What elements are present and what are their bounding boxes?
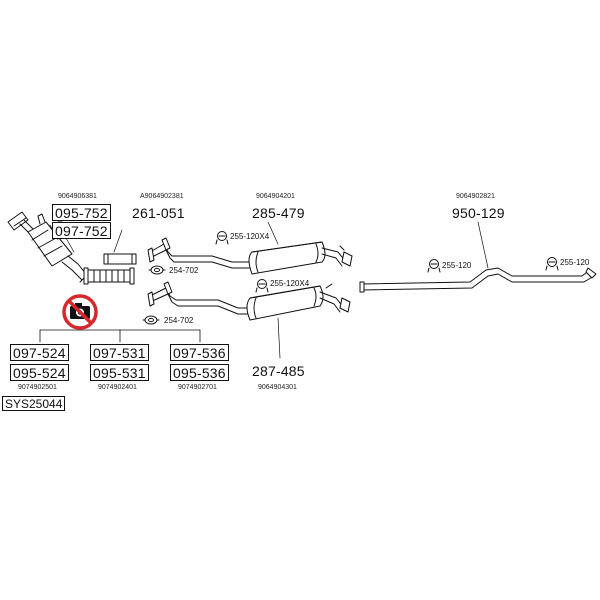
oem-number: 9074902701	[178, 384, 217, 391]
system-number: SYS25044	[2, 396, 66, 411]
middle-muffler-lower	[147, 281, 351, 321]
clamp-icon	[215, 231, 229, 245]
oem-number: 9074902401	[98, 384, 137, 391]
gasket-icon	[142, 315, 160, 325]
part-number: 285-479	[252, 205, 305, 221]
middle-muffler-upper	[147, 237, 353, 275]
oem-number: 9064902821	[456, 193, 495, 200]
flexible-pipe	[83, 267, 135, 285]
part-number: 095-752	[52, 204, 111, 221]
oem-number: 9074902501	[18, 384, 57, 391]
clamp-icon	[255, 279, 269, 293]
part-number: 097-536	[170, 344, 229, 361]
rear-pipe	[359, 267, 597, 293]
part-number: 097-524	[10, 344, 69, 361]
gasket-label: 254-702	[164, 316, 194, 325]
clamp-label: 255-120X4	[230, 232, 270, 241]
part-number: 287-485	[252, 363, 305, 379]
oem-number: A9064902381	[140, 193, 184, 200]
part-number: 095-531	[90, 364, 149, 381]
clamp-label: 255-120	[442, 261, 472, 270]
gasket-label: 254-702	[169, 266, 199, 275]
clamp-label: 255-120	[560, 258, 590, 267]
clamp-icon	[545, 257, 559, 271]
clamp-icon	[427, 259, 441, 273]
part-number: 097-752	[52, 222, 111, 239]
gasket-icon	[148, 265, 166, 275]
part-number: 950-129	[452, 205, 505, 221]
part-number: 261-051	[132, 205, 185, 221]
clamp-label: 255-120X4	[270, 279, 310, 288]
oem-number: 9064904201	[256, 193, 295, 200]
oem-number: 9064904301	[258, 384, 297, 391]
repair-pipe	[103, 253, 137, 265]
part-number: 095-524	[10, 364, 69, 381]
part-number: 095-536	[170, 364, 229, 381]
part-number: 097-531	[90, 344, 149, 361]
no-camera-prohibited-icon	[62, 294, 98, 330]
oem-number: 9064906381	[58, 193, 97, 200]
